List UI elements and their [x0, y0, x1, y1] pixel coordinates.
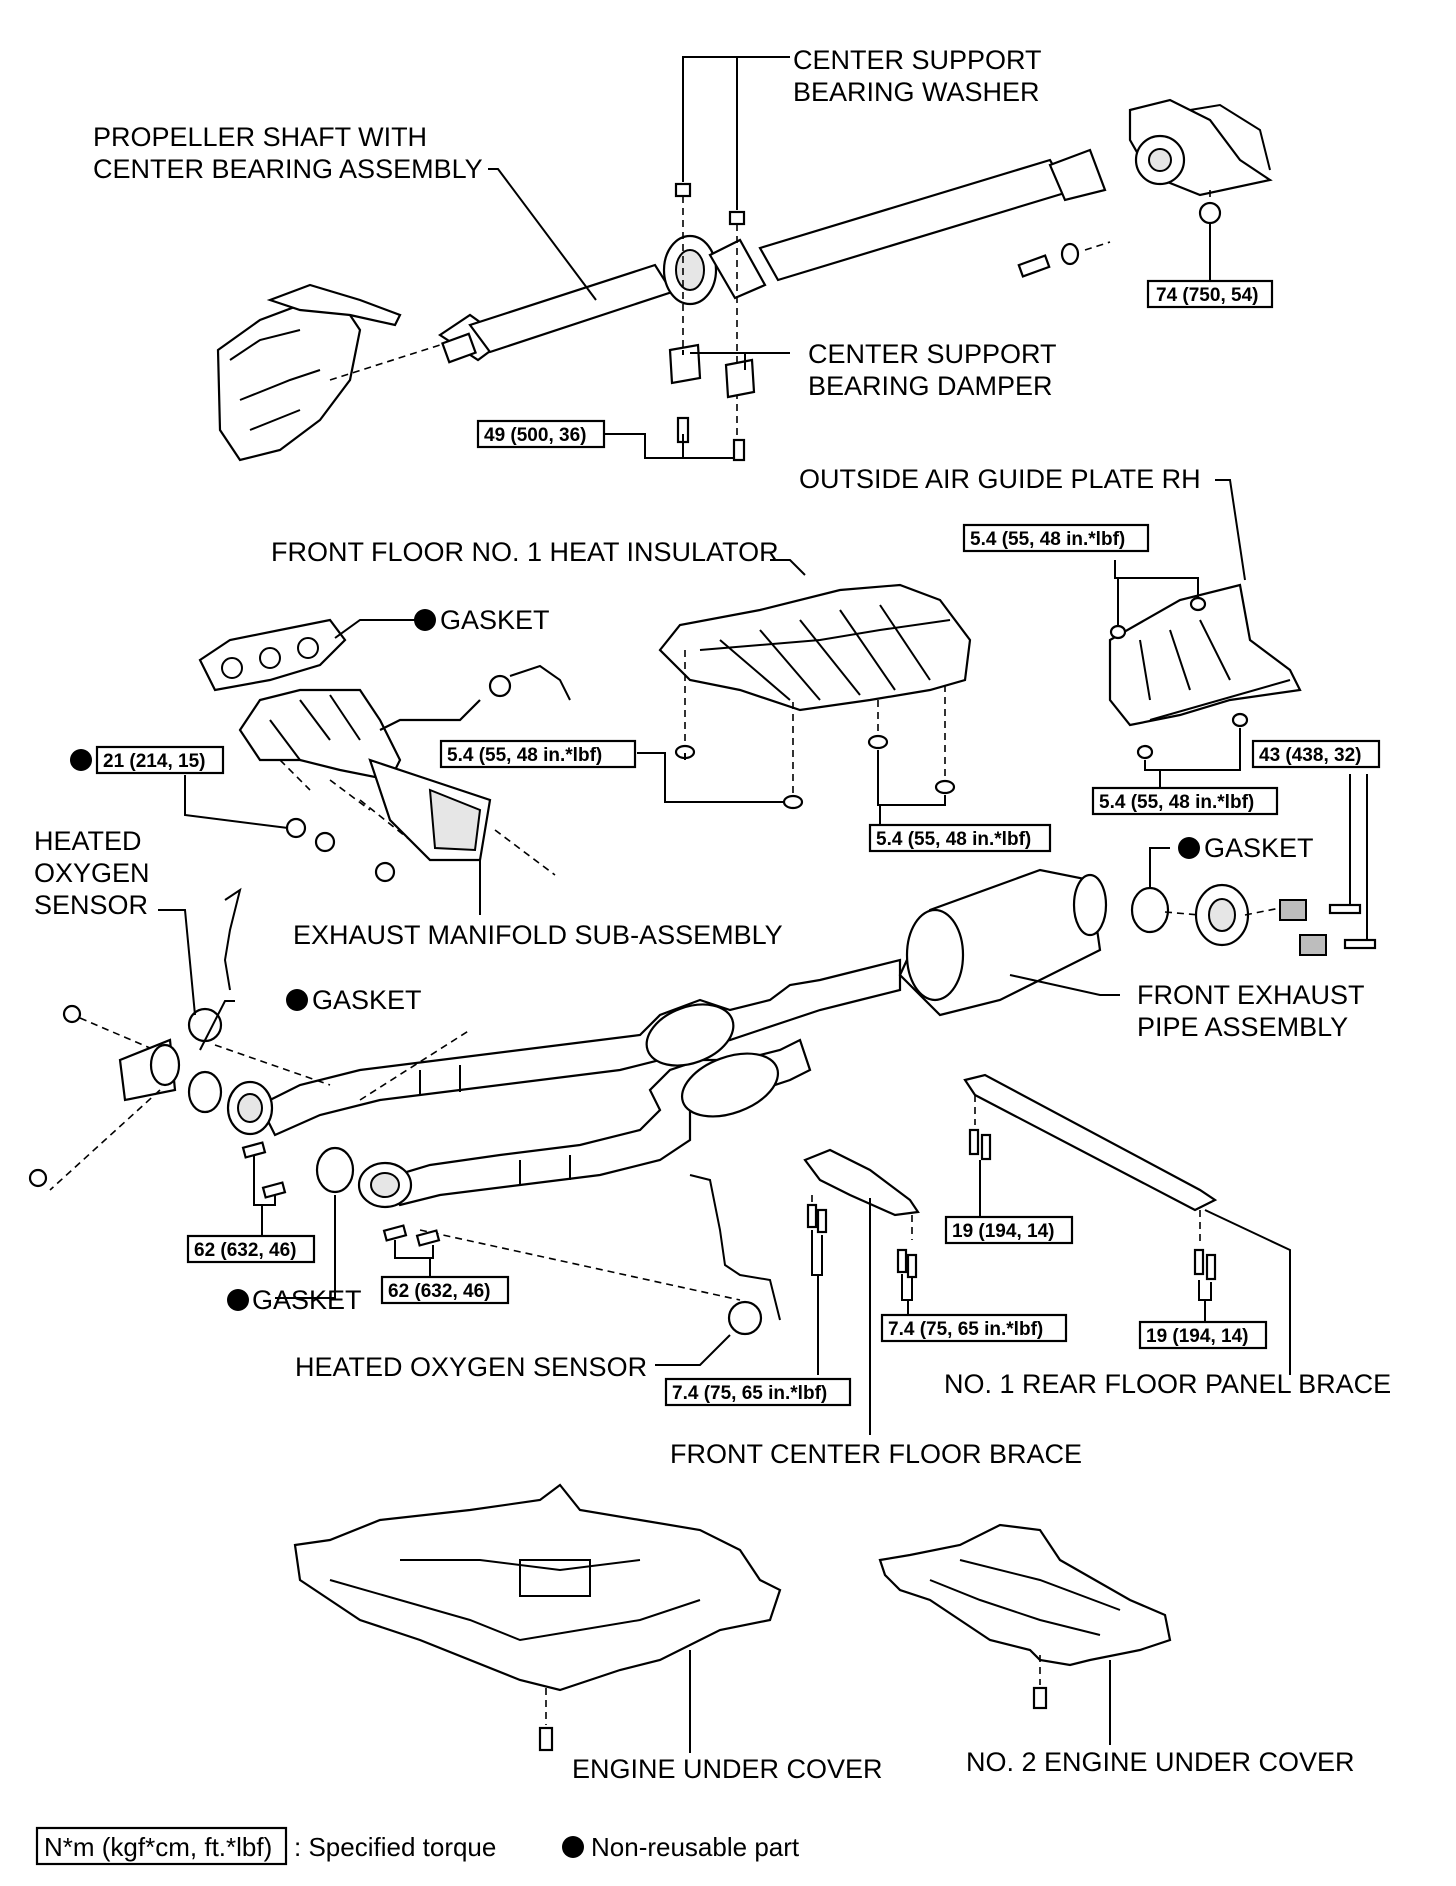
front-exhaust-pipe [258, 868, 1108, 1207]
torque-62-left-text: 62 (632, 46) [194, 1240, 296, 1261]
propeller-shaft [438, 148, 1107, 364]
torque-19-right-text: 19 (194, 14) [1146, 1326, 1248, 1347]
torque-54-ins-right: 5.4 (55, 48 in.*lbf) [868, 823, 1052, 853]
front-center-floor-brace [803, 1148, 920, 1217]
front-pipe-flanges [226, 1080, 413, 1209]
front-floor-heat-insulator [658, 583, 972, 712]
label-rear-floor-brace: NO. 1 REAR FLOOR PANEL BRACE [944, 1369, 1391, 1399]
transmission-housing [216, 283, 402, 462]
differential-flange [1128, 98, 1273, 197]
nonreusable-dot-gasket-rear [1178, 837, 1200, 859]
torque-74: 74 (750, 54) [1146, 279, 1274, 309]
torque-49-text: 49 (500, 36) [484, 425, 586, 446]
engine-under-cover-2 [878, 1523, 1172, 1667]
left-o2-sensor [187, 887, 242, 1043]
legend-torque-box [35, 1826, 288, 1866]
label-center-damper-2: BEARING DAMPER [808, 371, 1053, 401]
nonreusable-dot-gasket-lower [227, 1289, 249, 1311]
torque-21: 21 (214, 15) [95, 745, 225, 775]
torque-74-brace-left: 7.4 (75, 65 in.*lbf) [664, 1377, 852, 1407]
torque-74-brace-right: 7.4 (75, 65 in.*lbf) [880, 1313, 1068, 1343]
torque-54-ins-left-text: 5.4 (55, 48 in.*lbf) [447, 745, 602, 766]
torque-19-left-text: 19 (194, 14) [952, 1221, 1054, 1242]
front-gaskets [187, 1070, 355, 1194]
air-guide-fasteners [1109, 596, 1249, 760]
torque-54-ins-left: 5.4 (55, 48 in.*lbf) [439, 739, 637, 769]
label-engine-under-cover-2: NO. 2 ENGINE UNDER COVER [966, 1747, 1355, 1777]
label-front-floor-insulator: FRONT FLOOR NO. 1 HEAT INSULATOR [271, 537, 779, 567]
torque-19-left: 19 (194, 14) [944, 1215, 1074, 1245]
label-front-exhaust-pipe-2: PIPE ASSEMBLY [1137, 1012, 1348, 1042]
front-pipe-bolts [241, 1141, 441, 1247]
torque-54-ins-right-text: 5.4 (55, 48 in.*lbf) [876, 829, 1031, 850]
nonreusable-dot-gasket-front [286, 989, 308, 1011]
label-heated-o2-left-2: OXYGEN [34, 858, 150, 888]
rear-gasket [1130, 886, 1170, 934]
label-heated-o2-left-3: SENSOR [34, 890, 148, 920]
rear-flange [1194, 883, 1250, 947]
torque-54-guide-bottom-text: 5.4 (55, 48 in.*lbf) [1099, 792, 1254, 813]
manifold-outlet-pipe [118, 1038, 181, 1102]
label-center-damper-1: CENTER SUPPORT [808, 339, 1057, 369]
legend-nonreusable-text: Non-reusable part [591, 1832, 800, 1862]
insulator-nuts [674, 734, 956, 810]
label-gasket-rear: GASKET [1204, 833, 1314, 863]
label-propeller-shaft-2: CENTER BEARING ASSEMBLY [93, 154, 483, 184]
label-front-center-brace: FRONT CENTER FLOOR BRACE [670, 1439, 1082, 1469]
label-propeller-shaft-1: PROPELLER SHAFT WITH [93, 122, 427, 152]
center-support-dampers [668, 343, 756, 399]
torque-62-right: 62 (632, 46) [380, 1275, 510, 1305]
label-gasket-lower: GASKET [252, 1285, 362, 1315]
legend-torque-text: : Specified torque [294, 1832, 496, 1862]
engine-under-cover [293, 1483, 782, 1692]
label-heated-o2-left-1: HEATED [34, 826, 142, 856]
nonreusable-dot-gasket-manifold [414, 609, 436, 631]
legend-torque-box-text: N*m (kgf*cm, ft.*lbf) [44, 1832, 272, 1862]
center-bolts [676, 416, 746, 462]
rear-brace-bolts [968, 1128, 1217, 1281]
label-front-exhaust-pipe-1: FRONT EXHAUST [1137, 980, 1365, 1010]
legend: N*m (kgf*cm, ft.*lbf) : Specified torque… [35, 1826, 800, 1866]
torque-21-text: 21 (214, 15) [103, 751, 205, 772]
label-engine-under-cover: ENGINE UNDER COVER [572, 1754, 883, 1784]
brace-bolts [806, 1203, 918, 1279]
manifold-gasket [198, 618, 347, 692]
torque-62-right-text: 62 (632, 46) [388, 1281, 490, 1302]
label-exhaust-manifold: EXHAUST MANIFOLD SUB-ASSEMBLY [293, 920, 783, 950]
torque-49: 49 (500, 36) [476, 419, 606, 449]
springs-bolts [1279, 899, 1377, 956]
torque-43-text: 43 (438, 32) [1259, 745, 1361, 766]
label-gasket-front-pipe: GASKET [312, 985, 422, 1015]
rear-floor-panel-brace [963, 1073, 1218, 1212]
bottom-o2-sensor [689, 1174, 781, 1336]
manifold-o2-sensor [379, 664, 571, 731]
label-center-washer-1: CENTER SUPPORT [793, 45, 1042, 75]
torque-74-text: 74 (750, 54) [1156, 285, 1258, 306]
outside-air-guide-plate-rh [1108, 583, 1302, 727]
rear-flange-bolt-nut [1017, 201, 1222, 278]
center-support-washers [674, 182, 746, 226]
torque-74-brace-left-text: 7.4 (75, 65 in.*lbf) [672, 1383, 827, 1404]
torque-54-guide-top-text: 5.4 (55, 48 in.*lbf) [970, 529, 1125, 550]
torque-74-brace-right-text: 7.4 (75, 65 in.*lbf) [888, 1319, 1043, 1340]
nonreusable-dot-21 [70, 749, 92, 771]
torque-54-guide-bottom: 5.4 (55, 48 in.*lbf) [1091, 786, 1279, 816]
label-center-washer-2: BEARING WASHER [793, 77, 1040, 107]
manifold-nuts [285, 817, 396, 883]
torque-62-left: 62 (632, 46) [186, 1234, 316, 1264]
torque-43: 43 (438, 32) [1251, 739, 1381, 769]
torque-19-right: 19 (194, 14) [1138, 1320, 1268, 1350]
exhaust-manifold [238, 688, 492, 862]
label-gasket-manifold: GASKET [440, 605, 550, 635]
torque-54-guide-top: 5.4 (55, 48 in.*lbf) [962, 523, 1150, 553]
label-outside-air-guide: OUTSIDE AIR GUIDE PLATE RH [799, 464, 1201, 494]
legend-nonreusable-dot [562, 1836, 584, 1858]
label-heated-o2-bottom: HEATED OXYGEN SENSOR [295, 1352, 647, 1382]
